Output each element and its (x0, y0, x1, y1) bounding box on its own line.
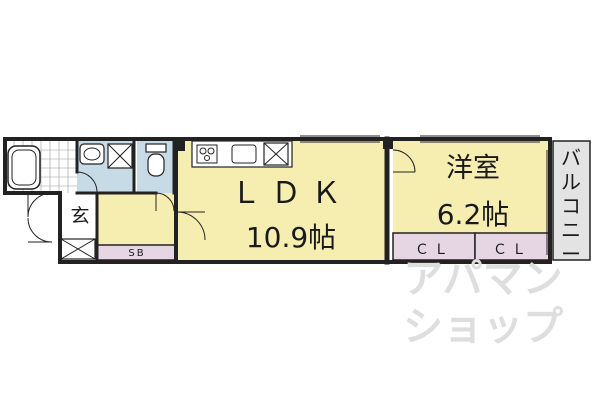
column-post-2 (383, 139, 393, 149)
window-marks (300, 135, 554, 255)
walls (3, 136, 552, 265)
toilet-tank-icon (145, 143, 167, 153)
watermark: アパマン ショップ (398, 255, 568, 351)
bathtub-icon (7, 145, 41, 190)
balcony-char: コ (561, 194, 581, 218)
toilet-bowl-icon (147, 153, 165, 177)
balcony-char: バ (561, 146, 581, 170)
watermark-line-1: アパマン (403, 256, 563, 302)
door-swings (27, 149, 416, 243)
balcony-area (552, 140, 591, 261)
watermark-line-2: ショップ (403, 304, 563, 350)
sink-icon (231, 144, 257, 164)
column-post (176, 139, 185, 151)
balcony-char: ニ (561, 218, 581, 242)
ldk-label: ＬＤＫ (231, 176, 351, 211)
balcony-char: ル (561, 170, 581, 194)
entry-hall (97, 193, 177, 245)
stove-icon (196, 144, 218, 164)
genkan-label: 玄 (70, 205, 90, 227)
balcony-char: ー (561, 242, 581, 266)
closet-2-label: ＣＬ (493, 242, 531, 258)
closet-1-label: ＣＬ (415, 242, 453, 258)
yoshitsu-room (393, 141, 549, 233)
shoe-box-label: SB (128, 248, 146, 259)
genkan-floor (60, 193, 97, 238)
bathtub-inner-icon (11, 149, 37, 186)
balcony-label: バ ル コ ニ ー (556, 146, 586, 266)
yoshitsu-label: 洋室 (446, 153, 500, 184)
yoshitsu-area-label: 6.2帖 (436, 198, 510, 231)
ldk-area-label: 10.9帖 (245, 221, 337, 254)
washbasin-icon (79, 143, 105, 165)
